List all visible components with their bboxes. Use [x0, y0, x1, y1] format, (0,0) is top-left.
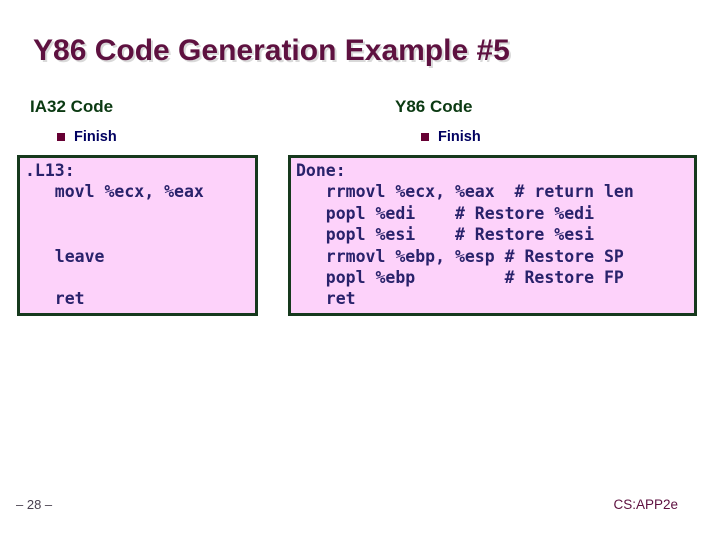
bullet-label: Finish — [438, 129, 481, 145]
slide-footer-course-label: CS:APP2e — [613, 497, 678, 512]
y86-code-text: Done: rrmovl %ecx, %eax # return len pop… — [296, 161, 634, 309]
bullet-label: Finish — [74, 129, 117, 145]
square-bullet-icon — [421, 133, 429, 141]
bullet-item-ia32-finish: Finish — [57, 129, 117, 145]
square-bullet-icon — [57, 133, 65, 141]
slide-page-number: – 28 – — [16, 497, 53, 512]
slide-title: Y86 Code Generation Example #5 — [33, 34, 510, 67]
bullet-item-y86-finish: Finish — [421, 129, 481, 145]
y86-code-box: Done: rrmovl %ecx, %eax # return len pop… — [288, 155, 697, 316]
ia32-code-box: .L13: movl %ecx, %eax leave ret — [17, 155, 258, 316]
column-header-ia32: IA32 Code — [30, 97, 114, 116]
ia32-code-text: .L13: movl %ecx, %eax leave ret — [25, 161, 204, 309]
column-header-y86: Y86 Code — [395, 97, 473, 116]
